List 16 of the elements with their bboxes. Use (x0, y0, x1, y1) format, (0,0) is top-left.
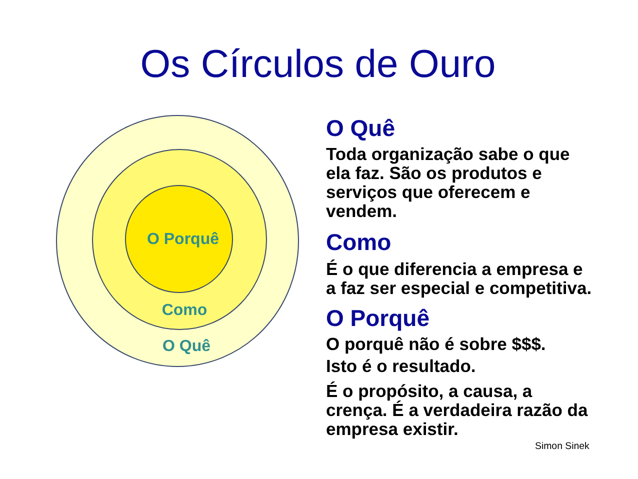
body-text: Toda organização sabe o que ela faz. São os produtos e serviços que oferecem e vendem. (326, 144, 571, 222)
body-text: O porquê não é sobre $$$. (326, 335, 547, 354)
outer-circle (56, 115, 299, 367)
body-text: Isto é o resultado. (326, 357, 477, 376)
body-text: É o propósito, a causa, a crença. É a verdadeira razão da empresa existir. (326, 382, 589, 440)
author-credit: Simon Sinek (535, 440, 590, 452)
inner-circle (125, 185, 233, 293)
section-heading: O Quê (326, 115, 396, 142)
middle-circle (92, 149, 267, 330)
body-text: É o que diferencia a empresa e a faz ser especial e competitiva. (326, 260, 593, 298)
circle-label: Como (162, 300, 208, 320)
section-heading: Como (326, 229, 392, 256)
circle-label: O Porquê (147, 230, 219, 249)
section-heading: O Porquê (326, 304, 430, 332)
title: Os Círculos de Ouro (140, 42, 496, 87)
circle-label: O Quê (162, 337, 210, 356)
